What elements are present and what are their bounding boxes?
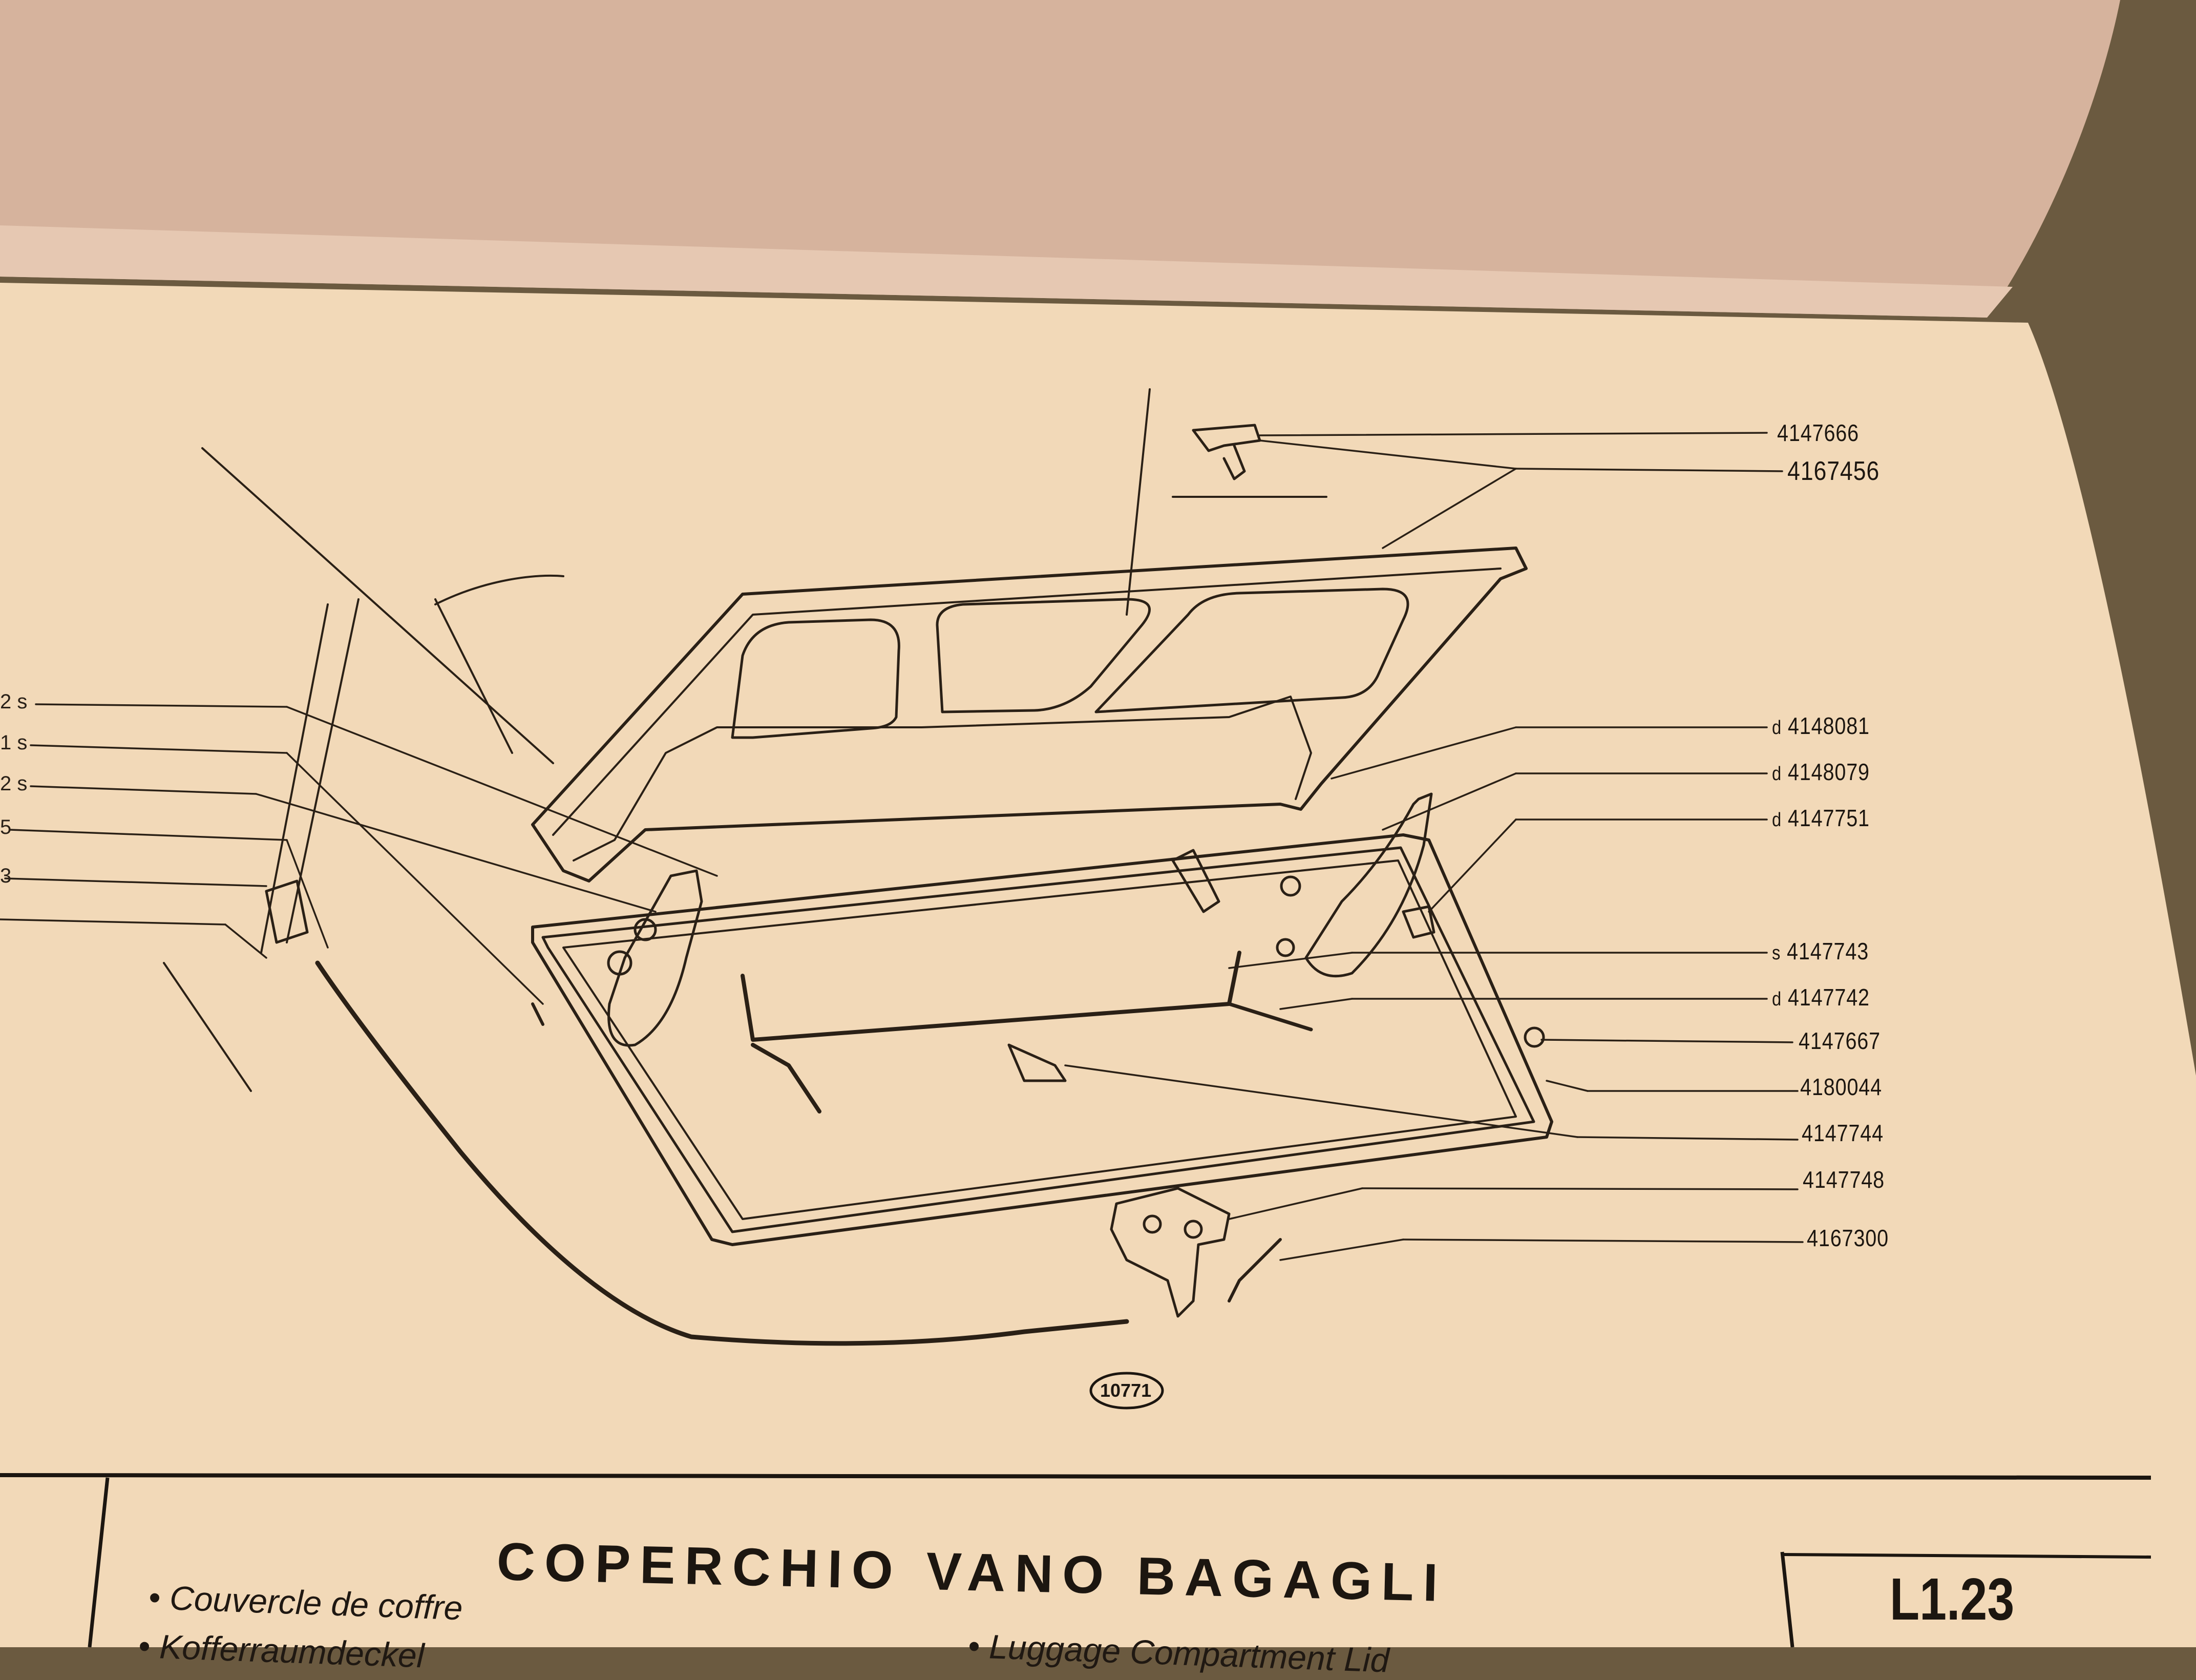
- callout-10: 4147744: [1802, 1120, 1884, 1146]
- callout-12: 4167300: [1807, 1225, 1889, 1251]
- left-ref-3: 2 s: [0, 772, 28, 795]
- upper-page-edge: [0, 225, 2013, 318]
- callout-4: d 4148079: [1772, 759, 1870, 785]
- callout-1: 4147666: [1777, 419, 1860, 446]
- callout-9: 4180044: [1800, 1074, 1883, 1100]
- left-leader-lines: [0, 703, 718, 1005]
- left-ref-5: 3: [0, 865, 12, 887]
- main-page: [0, 283, 2196, 1647]
- callout-2: 4167456: [1787, 456, 1880, 486]
- left-ref-4: 5: [0, 816, 12, 838]
- left-ref-2: 1 s: [0, 731, 28, 754]
- upper-page: [0, 0, 2120, 318]
- page-code: L1.23: [1890, 1566, 2015, 1632]
- left-ref-1: 2 s: [0, 690, 28, 713]
- callout-3: d 4148081: [1772, 712, 1870, 739]
- title-block-frame: [0, 1473, 2151, 1647]
- leader-lines: [1064, 432, 1804, 1261]
- callout-6: s 4147743: [1772, 938, 1869, 964]
- callout-8: 4147667: [1799, 1027, 1881, 1054]
- callout-11: 4147748: [1803, 1166, 1885, 1193]
- callout-5: d 4147751: [1772, 805, 1870, 831]
- parts-illustration: [0, 388, 1804, 1346]
- callout-7: d 4147742: [1772, 984, 1870, 1011]
- figure-number-oval: [1089, 1372, 1164, 1410]
- figure-number: 10771: [1100, 1380, 1152, 1401]
